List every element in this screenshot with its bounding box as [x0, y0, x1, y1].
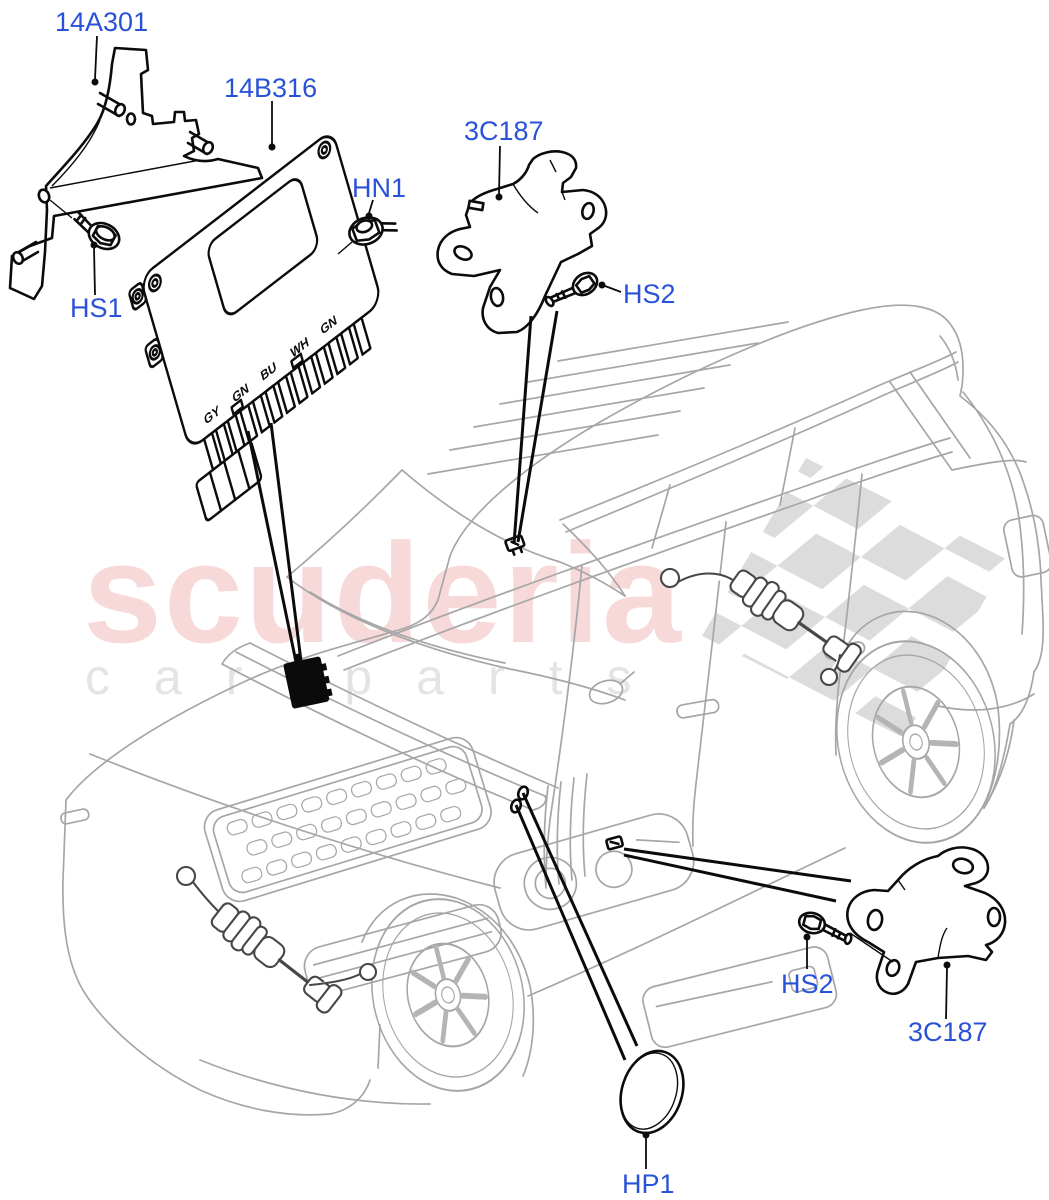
screw-hs1: [49, 199, 121, 251]
front-height-sensor-assembly: [175, 865, 378, 1014]
taillight: [1003, 514, 1049, 578]
ecu-module-14b316: GY GN BU WH GN: [128, 135, 380, 522]
vehicle-line-art: [60, 304, 1049, 1116]
fender-vent: [543, 773, 588, 889]
callout-labels: 14A301 14B316 HN1 HS1 3C187 HS2 HS2 3C18…: [55, 7, 988, 1199]
callout-14a301[interactable]: 14A301: [55, 7, 148, 37]
rear-door-seam: [691, 521, 727, 847]
side-marker: [60, 808, 90, 825]
side-mirror: [588, 671, 635, 705]
rear-wheel-arch: [844, 610, 1001, 805]
ecu-connector-comb: [195, 316, 372, 522]
sensor-bracket-3c187-top: [436, 150, 608, 335]
door-handle-front: [676, 698, 720, 719]
rear-wheel-spokes: [875, 688, 959, 795]
windshield-header: [401, 469, 626, 597]
callout-hp1[interactable]: HP1: [622, 1169, 675, 1199]
watermark: scuderia car parts: [83, 458, 1008, 738]
watermark-brand-text: scuderia: [83, 514, 683, 673]
hood-shutline: [89, 753, 501, 889]
nut-hn1: [337, 216, 398, 255]
roof-rail: [559, 351, 957, 521]
fog-lamp-bezel: [642, 946, 838, 1049]
screw-hs2-top: [544, 271, 599, 308]
front-wheel-spokes: [410, 945, 488, 1044]
d-pillar: [889, 381, 953, 471]
location-leader-lines: [246, 310, 852, 1061]
sensor-bracket-3c187-bottom: [846, 846, 1007, 996]
a-pillar: [286, 469, 403, 578]
callout-hs2-top[interactable]: HS2: [623, 279, 676, 309]
ecu-mounting-bracket-14a301: [8, 46, 264, 301]
callout-leaders: [90, 35, 951, 1169]
callout-hs1[interactable]: HS1: [70, 293, 123, 323]
front-wheel: [371, 898, 525, 1092]
front-wheel-arch: [361, 893, 535, 1077]
watermark-tagline-text: car parts: [85, 649, 676, 705]
b-pillar: [651, 484, 671, 549]
rear-height-sensor-assembly: [659, 567, 862, 687]
tailgate-seam: [962, 391, 1025, 635]
callout-14b316[interactable]: 14B316: [224, 73, 317, 103]
rear-wheel: [836, 640, 996, 844]
grille: [203, 736, 492, 903]
grommet-hp1-part: [619, 1049, 685, 1135]
rocker-line: [527, 847, 846, 997]
lower-grille: [303, 903, 502, 995]
callout-hn1[interactable]: HN1: [352, 173, 406, 203]
screw-hs2-bottom: [797, 911, 894, 963]
callout-3c187-bottom[interactable]: 3C187: [908, 1017, 988, 1047]
body-silhouette: [65, 304, 1045, 801]
bracket-stud: [11, 91, 215, 266]
beltline: [337, 437, 951, 657]
checkered-flag-watermark: [702, 458, 1008, 738]
door-clip: [605, 835, 624, 851]
callout-3c187-top[interactable]: 3C187: [464, 116, 544, 146]
headlight: [493, 813, 695, 931]
front-door-seam: [545, 564, 583, 885]
c-pillar: [779, 427, 796, 506]
callout-hs2-bottom[interactable]: HS2: [781, 969, 834, 999]
roof-ribs: [427, 321, 789, 475]
